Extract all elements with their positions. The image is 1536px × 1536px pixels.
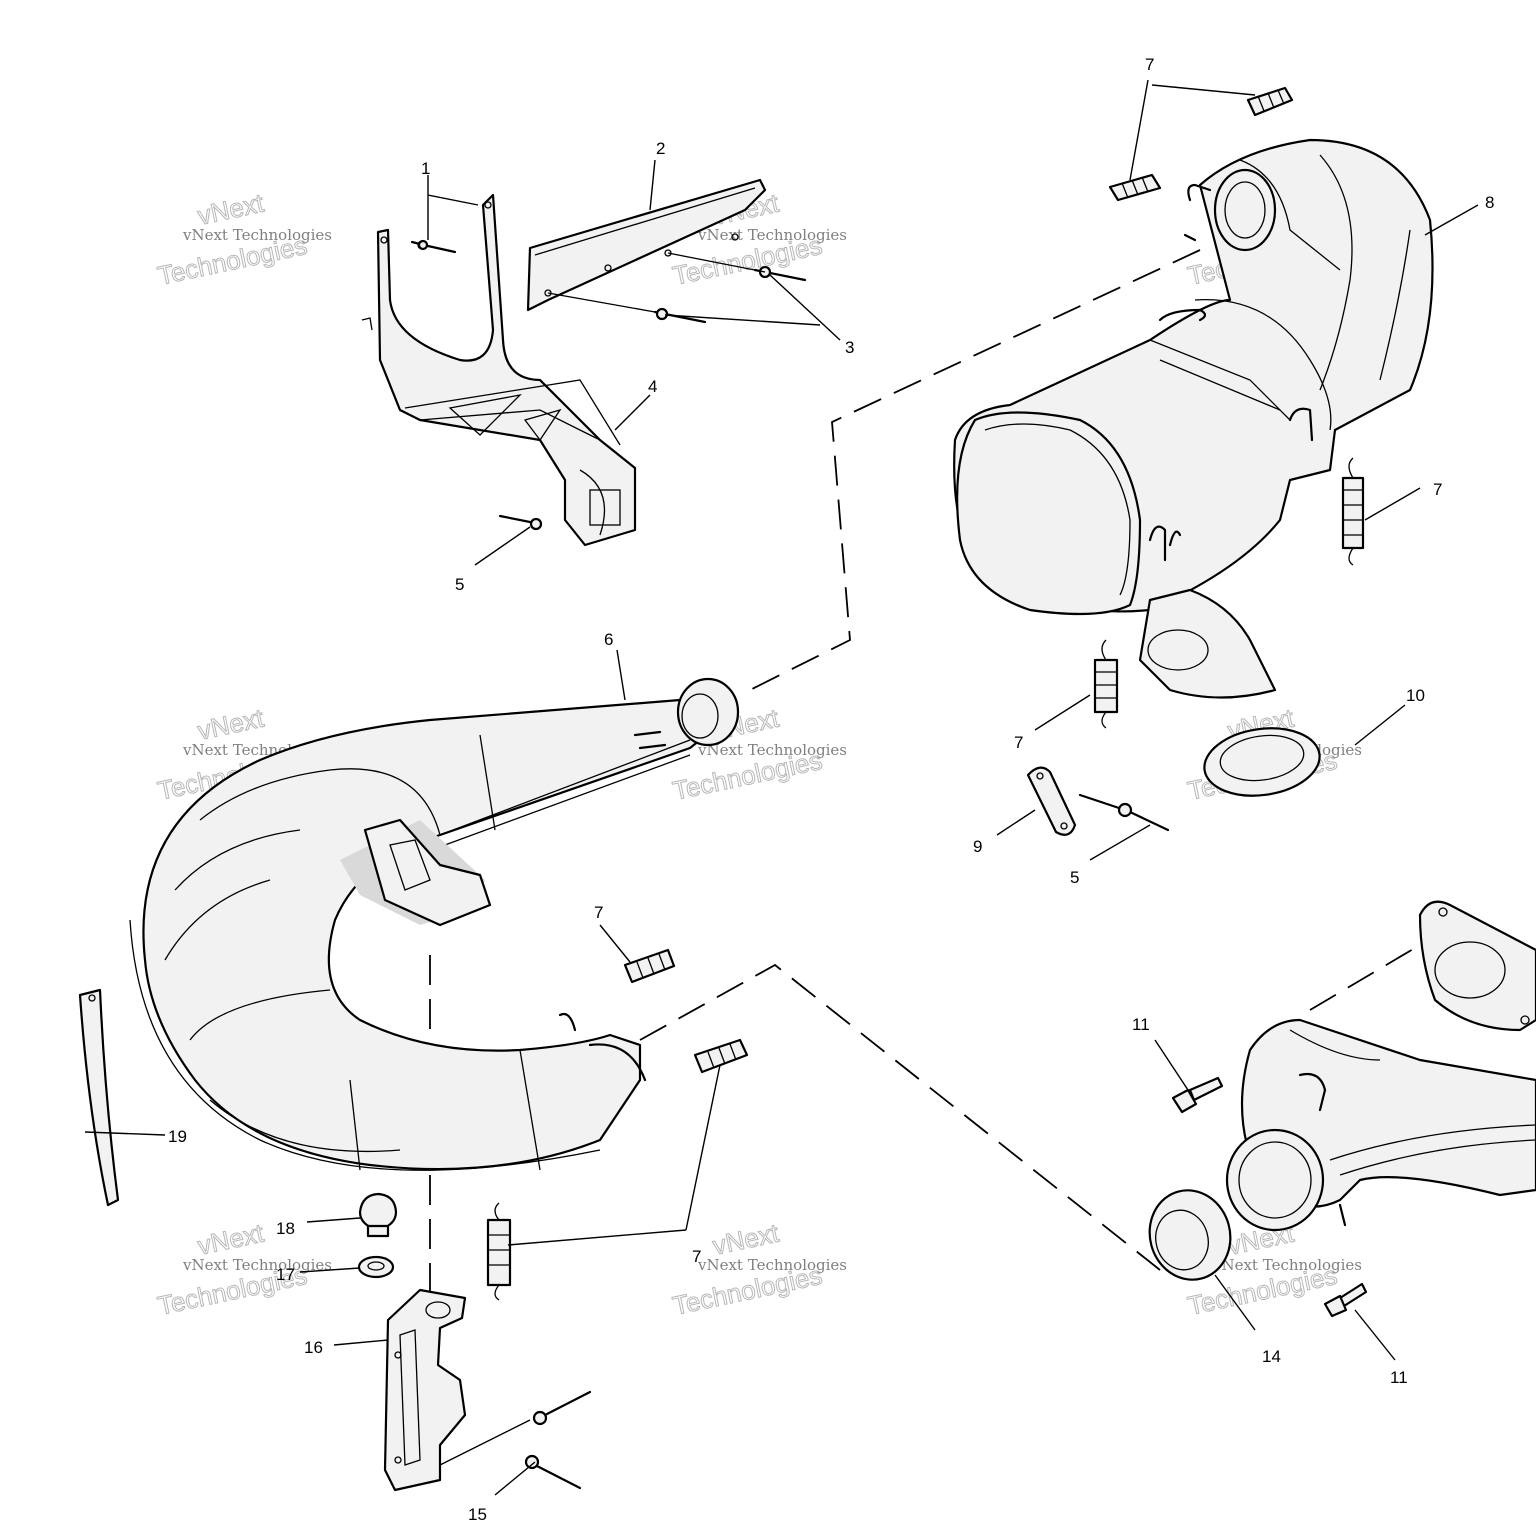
expansion-chamber bbox=[129, 677, 740, 1171]
gasket-10 bbox=[1203, 727, 1321, 797]
bracket-screw-1 bbox=[410, 239, 457, 254]
shield-screws-3 bbox=[547, 252, 807, 324]
svg-text:vNext Technologies: vNext Technologies bbox=[697, 741, 847, 759]
lower-bracket-16 bbox=[383, 1288, 467, 1492]
spring-7-center bbox=[623, 948, 676, 984]
heat-shield-plate bbox=[526, 178, 767, 312]
callout-6: 6 bbox=[604, 630, 613, 649]
strap-19 bbox=[78, 988, 120, 1207]
screw-5-right bbox=[1078, 793, 1170, 832]
svg-text:vNext: vNext bbox=[195, 1218, 267, 1261]
grommet-18 bbox=[358, 1192, 398, 1238]
callout-17: 17 bbox=[276, 1265, 295, 1284]
callout-3: 3 bbox=[845, 338, 854, 357]
callout-1: 1 bbox=[421, 159, 430, 178]
link-plate-9 bbox=[1026, 766, 1077, 836]
svg-text:vNext Technologies: vNext Technologies bbox=[1212, 1256, 1362, 1274]
svg-text:vNext Technologies: vNext Technologies bbox=[697, 1256, 847, 1274]
bolt-11-right bbox=[1323, 1282, 1368, 1318]
callout-numbers: 1 2 3 4 5 6 7 8 7 7 10 9 5 7 11 19 18 7 … bbox=[168, 55, 1494, 1524]
svg-text:vNext: vNext bbox=[195, 703, 267, 746]
callout-15: 15 bbox=[468, 1505, 487, 1524]
svg-text:vNext Technologies: vNext Technologies bbox=[182, 1256, 332, 1274]
spring-7-top-a bbox=[1246, 86, 1294, 117]
callout-4: 4 bbox=[648, 377, 657, 396]
ring-gasket-14 bbox=[1148, 1189, 1232, 1281]
exhaust-manifold bbox=[1225, 900, 1536, 1232]
spring-7-top-b bbox=[1108, 173, 1162, 202]
svg-text:vNext: vNext bbox=[710, 1218, 782, 1261]
spring-7-mid bbox=[1093, 639, 1119, 729]
callout-7-right: 7 bbox=[1433, 480, 1442, 499]
spring-7-lower-b bbox=[486, 1202, 512, 1301]
watermark-bottom-left: vNext vNext Technologies Technologies bbox=[155, 1217, 333, 1321]
washer-17 bbox=[357, 1255, 395, 1279]
callout-11-right: 11 bbox=[1390, 1368, 1408, 1387]
callout-2: 2 bbox=[656, 139, 665, 158]
callout-8: 8 bbox=[1485, 193, 1494, 212]
bolt-11-left bbox=[1171, 1076, 1224, 1114]
callout-5-right: 5 bbox=[1070, 868, 1079, 887]
svg-text:vNext Technologies: vNext Technologies bbox=[182, 226, 332, 244]
callout-7-top: 7 bbox=[1145, 55, 1154, 74]
screws-15 bbox=[524, 1390, 592, 1490]
assembly-dash-lines bbox=[429, 249, 1421, 1300]
callout-7-center: 7 bbox=[594, 903, 603, 922]
watermark-bottom-center: vNext vNext Technologies Technologies bbox=[670, 1217, 848, 1321]
svg-text:vNext: vNext bbox=[195, 188, 267, 231]
callout-11-left: 11 bbox=[1132, 1015, 1150, 1034]
spring-7-lower-a bbox=[693, 1038, 749, 1074]
callout-7-mid: 7 bbox=[1014, 733, 1023, 752]
callout-9: 9 bbox=[973, 837, 982, 856]
silencer-8 bbox=[953, 138, 1434, 699]
callout-19: 19 bbox=[168, 1127, 187, 1146]
callout-18: 18 bbox=[276, 1219, 295, 1238]
callout-7-lower: 7 bbox=[692, 1247, 701, 1266]
spring-7-right bbox=[1341, 457, 1365, 566]
watermark-top-left: vNext vNext Technologies Technologies bbox=[155, 187, 333, 291]
callout-16: 16 bbox=[304, 1338, 323, 1357]
callout-5-left: 5 bbox=[455, 575, 464, 594]
screw-5-left bbox=[498, 514, 543, 531]
callout-14: 14 bbox=[1262, 1347, 1281, 1366]
leader-lines bbox=[84, 79, 1479, 1496]
callout-10: 10 bbox=[1406, 686, 1425, 705]
